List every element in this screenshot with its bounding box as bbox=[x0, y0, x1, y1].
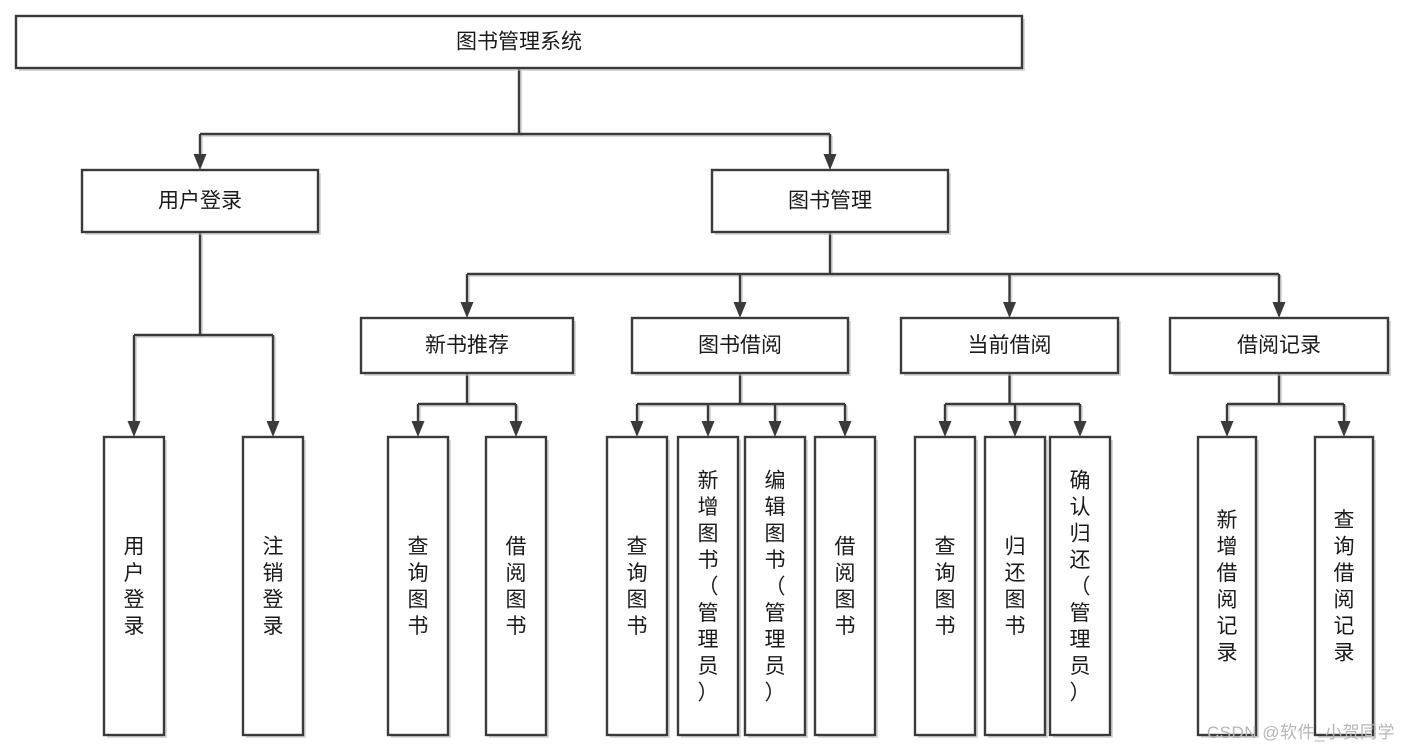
node-rect[interactable] bbox=[1196, 435, 1258, 737]
node-rect[interactable] bbox=[14, 14, 1024, 70]
arrow-head-icon bbox=[1337, 421, 1351, 437]
node-rect[interactable] bbox=[1168, 316, 1390, 375]
node-label: 用户登录 bbox=[124, 536, 145, 639]
node-rect[interactable] bbox=[676, 435, 740, 737]
node-borrow-record[interactable]: 借阅记录 bbox=[1168, 316, 1391, 376]
node-leaf-query-book-3[interactable]: 查询图书 bbox=[913, 435, 978, 738]
node-rect[interactable] bbox=[1313, 435, 1375, 737]
node-rect[interactable] bbox=[605, 435, 669, 737]
node-new-book-rec[interactable]: 新书推荐 bbox=[359, 316, 576, 376]
arrow-head-icon bbox=[1008, 421, 1022, 437]
node-rect[interactable] bbox=[913, 435, 977, 737]
edge-group-new-book-rec bbox=[411, 373, 523, 437]
edge-group-user-login bbox=[127, 232, 280, 437]
arrow-head-icon bbox=[1220, 421, 1234, 437]
node-label: 新增图书（管理员） bbox=[698, 469, 719, 704]
node-book-borrow[interactable]: 图书借阅 bbox=[630, 316, 851, 376]
node-leaf-edit-book[interactable]: 编辑图书（管理员） bbox=[743, 435, 808, 738]
node-rect[interactable] bbox=[630, 316, 850, 375]
node-leaf-query-record[interactable]: 查询借阅记录 bbox=[1313, 435, 1376, 738]
node-label: 图书管理 bbox=[788, 190, 872, 213]
node-label: 借阅记录 bbox=[1237, 334, 1321, 357]
node-rect[interactable] bbox=[899, 316, 1120, 375]
node-label: 编辑图书（管理员） bbox=[765, 469, 786, 704]
node-label: 借阅图书 bbox=[506, 536, 527, 639]
arrow-head-icon bbox=[509, 421, 523, 437]
connector-layer bbox=[127, 68, 1351, 437]
arrow-head-icon bbox=[630, 421, 644, 437]
arrow-head-icon bbox=[1272, 302, 1286, 318]
node-root[interactable]: 图书管理系统 bbox=[14, 14, 1025, 71]
arrow-head-icon bbox=[838, 421, 852, 437]
node-rect[interactable] bbox=[102, 435, 166, 737]
node-label: 查询借阅记录 bbox=[1334, 509, 1355, 665]
node-leaf-query-book-2[interactable]: 查询图书 bbox=[605, 435, 670, 738]
csdn-watermark: CSDN @软件_小贺同学 bbox=[1206, 723, 1395, 742]
node-rect[interactable] bbox=[241, 435, 305, 737]
arrow-head-icon bbox=[266, 421, 280, 437]
node-leaf-query-book-1[interactable]: 查询图书 bbox=[386, 435, 451, 738]
node-label: 查询图书 bbox=[935, 536, 956, 639]
node-rect[interactable] bbox=[386, 435, 450, 737]
edge-group-book-manage bbox=[460, 232, 1286, 318]
node-rect[interactable] bbox=[80, 168, 320, 234]
node-label: 新增借阅记录 bbox=[1217, 509, 1238, 665]
node-label: 图书管理系统 bbox=[456, 31, 582, 54]
node-label: 当前借阅 bbox=[968, 334, 1052, 357]
node-rect[interactable] bbox=[359, 316, 575, 375]
node-label: 查询图书 bbox=[408, 536, 429, 639]
node-label: 查询图书 bbox=[627, 536, 648, 639]
arrow-head-icon bbox=[193, 154, 207, 170]
node-label: 注销登录 bbox=[263, 536, 284, 639]
node-label: 新书推荐 bbox=[425, 334, 509, 357]
arrow-head-icon bbox=[1073, 421, 1087, 437]
edge-group-borrow-record bbox=[1220, 373, 1351, 437]
arrow-head-icon bbox=[701, 421, 715, 437]
node-label: 确认归还（管理员） bbox=[1070, 469, 1091, 704]
node-rect[interactable] bbox=[983, 435, 1047, 737]
node-rect[interactable] bbox=[813, 435, 877, 737]
node-leaf-borrow-book-2[interactable]: 借阅图书 bbox=[813, 435, 878, 738]
node-leaf-return-book[interactable]: 归还图书 bbox=[983, 435, 1048, 738]
node-leaf-user-logout[interactable]: 注销登录 bbox=[241, 435, 306, 738]
edge-group-root bbox=[193, 68, 837, 170]
arrow-head-icon bbox=[1003, 302, 1016, 318]
node-leaf-confirm-return[interactable]: 确认归还（管理员） bbox=[1048, 435, 1113, 738]
node-layer: 图书管理系统用户登录图书管理新书推荐图书借阅当前借阅借阅记录用户登录注销登录查询… bbox=[14, 14, 1391, 738]
node-book-manage[interactable]: 图书管理 bbox=[710, 168, 951, 235]
node-leaf-add-record[interactable]: 新增借阅记录 bbox=[1196, 435, 1259, 738]
arrow-head-icon bbox=[768, 421, 782, 437]
node-current-borrow[interactable]: 当前借阅 bbox=[899, 316, 1121, 376]
edge-group-book-borrow bbox=[630, 373, 852, 437]
node-rect[interactable] bbox=[484, 435, 548, 737]
node-rect[interactable] bbox=[743, 435, 807, 737]
node-leaf-borrow-book-1[interactable]: 借阅图书 bbox=[484, 435, 549, 738]
arrow-head-icon bbox=[938, 421, 952, 437]
arrow-head-icon bbox=[733, 302, 747, 318]
node-label: 借阅图书 bbox=[835, 536, 856, 639]
edge-group-current-borrow bbox=[938, 373, 1087, 437]
arrow-head-icon bbox=[460, 302, 474, 318]
node-user-login[interactable]: 用户登录 bbox=[80, 168, 321, 235]
node-label: 用户登录 bbox=[158, 190, 242, 213]
node-label: 图书借阅 bbox=[698, 334, 782, 357]
arrow-head-icon bbox=[411, 421, 425, 437]
node-label: 归还图书 bbox=[1005, 536, 1026, 639]
node-rect[interactable] bbox=[1048, 435, 1112, 737]
node-rect[interactable] bbox=[710, 168, 950, 234]
node-leaf-add-book[interactable]: 新增图书（管理员） bbox=[676, 435, 741, 738]
node-leaf-user-login[interactable]: 用户登录 bbox=[102, 435, 167, 738]
arrow-head-icon bbox=[127, 421, 141, 437]
arrow-head-icon bbox=[823, 154, 837, 170]
